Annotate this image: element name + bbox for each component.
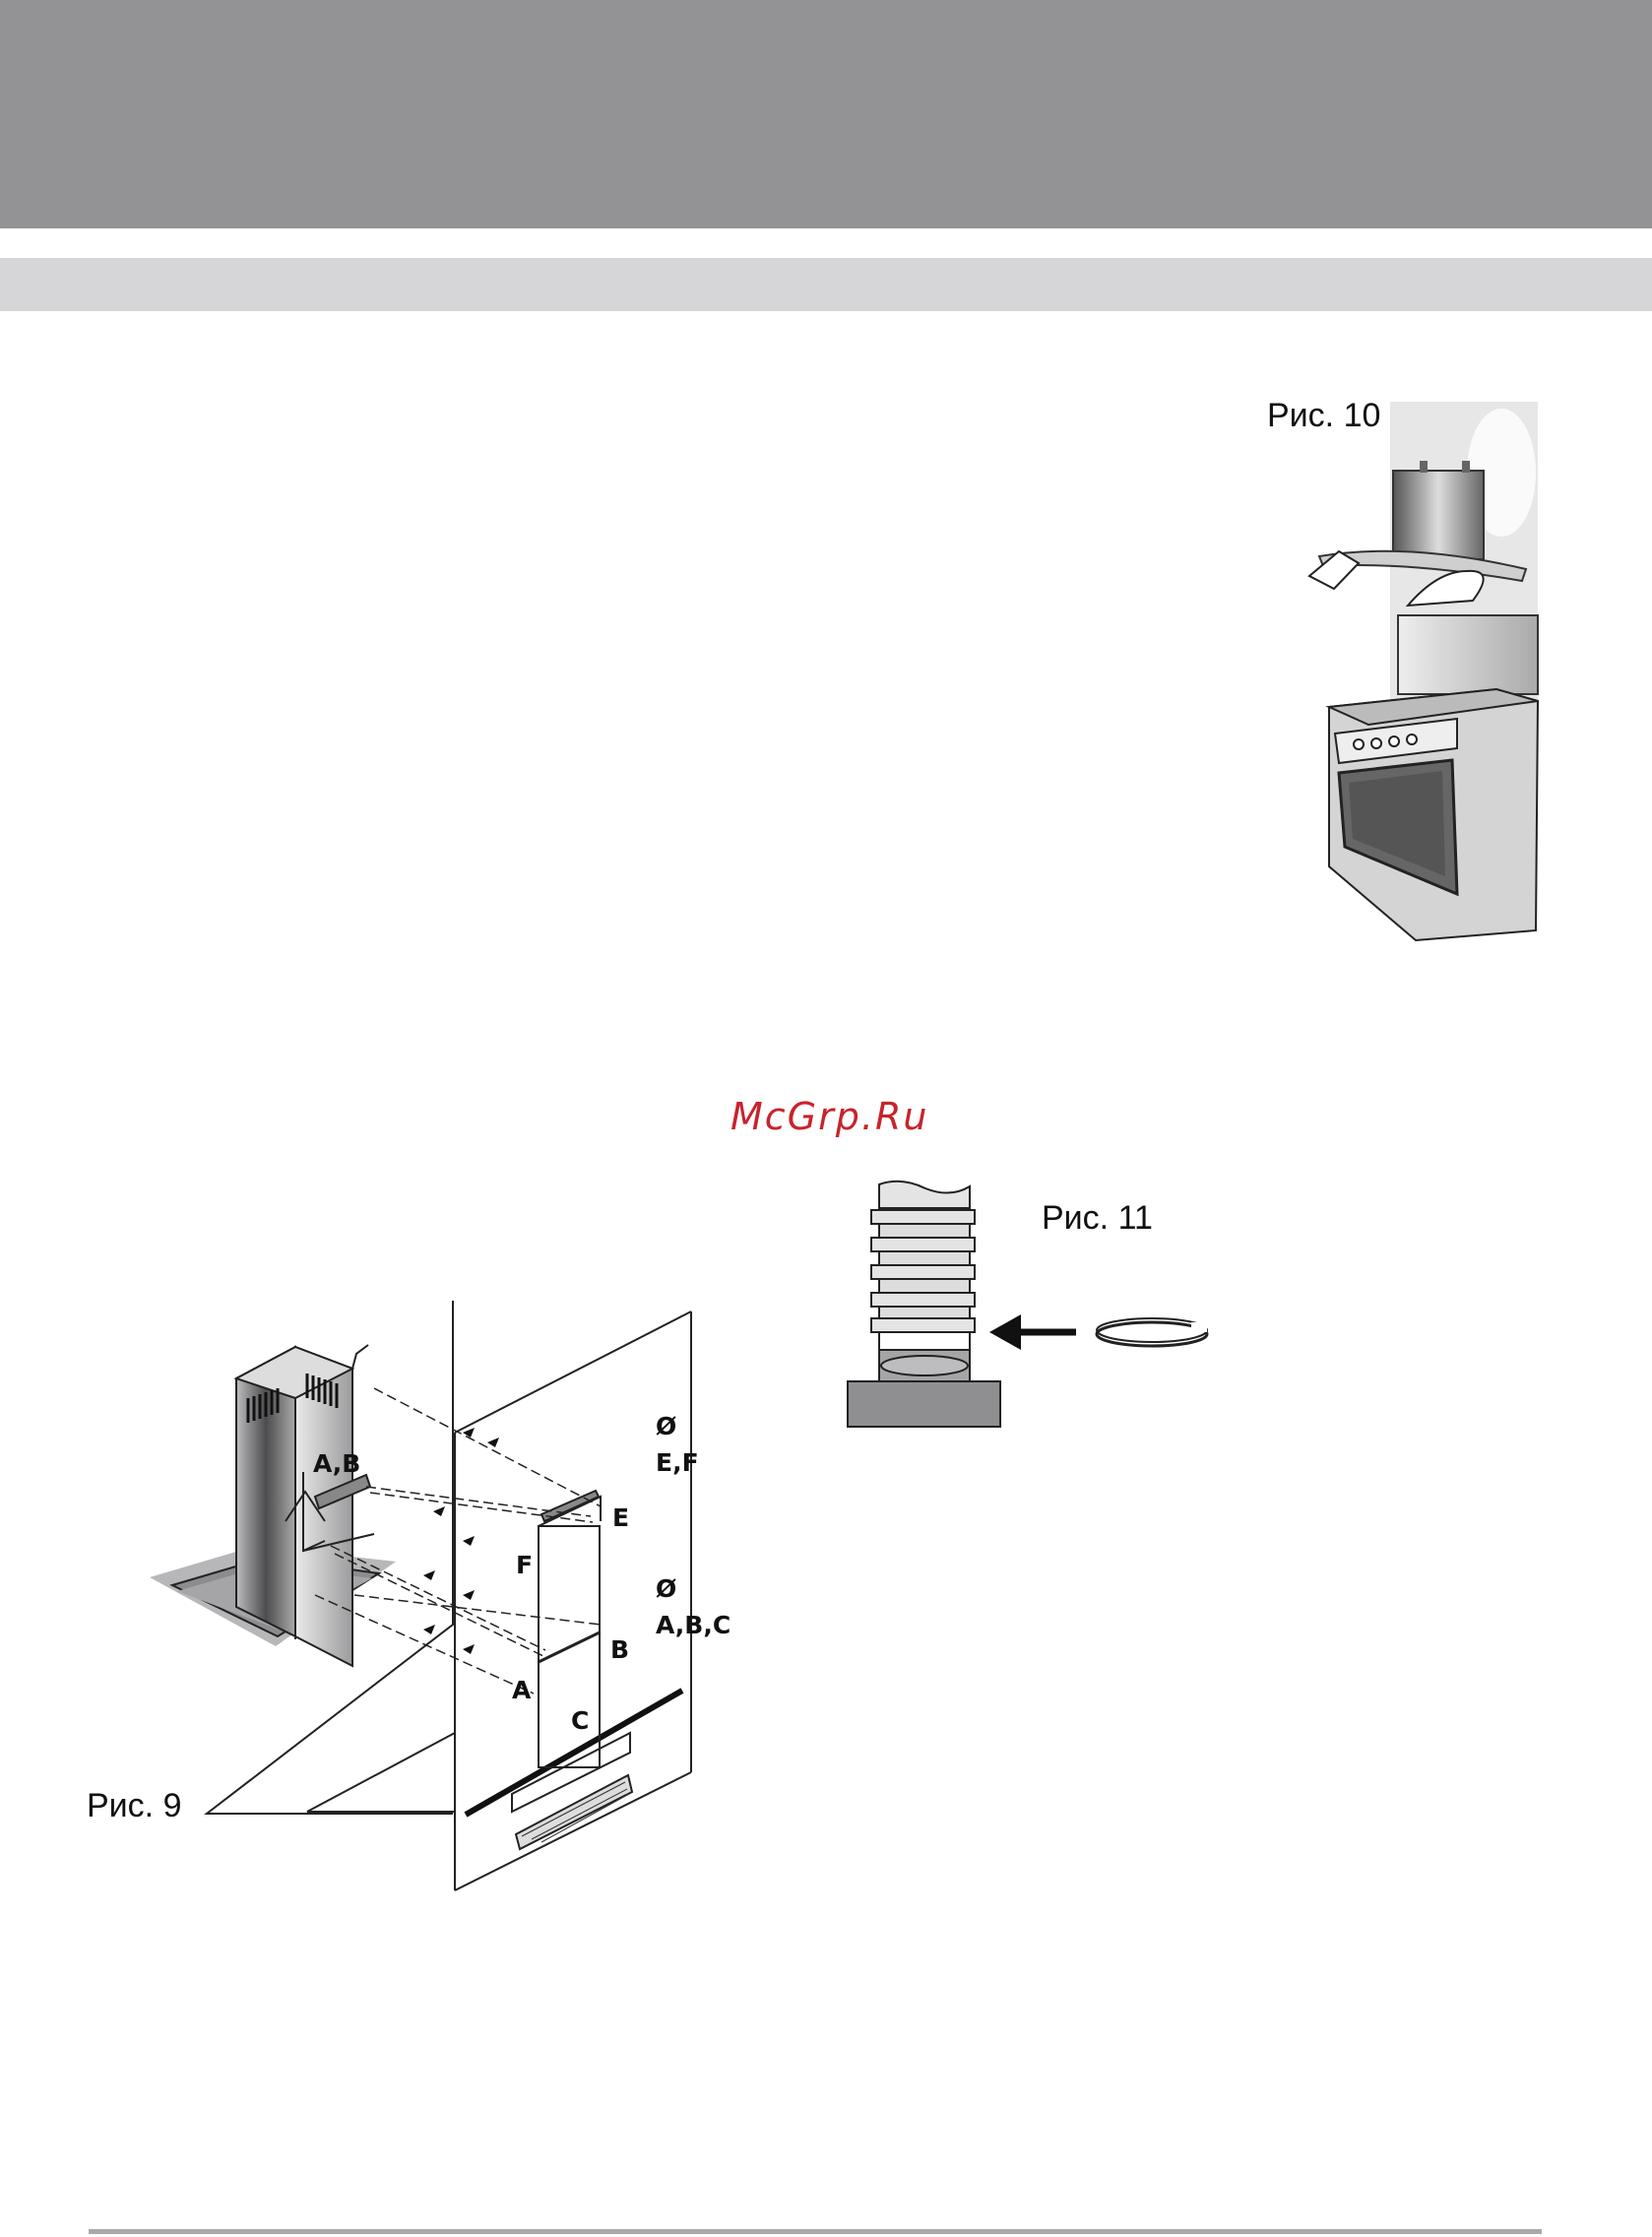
label-a: A [512, 1676, 532, 1704]
fig11-illustration [842, 1177, 1226, 1438]
label-ef: E,F [656, 1448, 699, 1477]
watermark: McGrp.Ru [731, 1095, 928, 1138]
label-ab: A,B [313, 1449, 360, 1478]
label-e: E [612, 1503, 629, 1532]
fig10-illustration [1290, 394, 1546, 945]
label-f: F [516, 1551, 533, 1579]
header-band [0, 0, 1652, 228]
label-abc: A,B,C [656, 1611, 731, 1639]
label-diameter-2: Ø [656, 1574, 676, 1603]
label-b: B [610, 1635, 629, 1664]
subheader-band [0, 258, 1652, 311]
label-c: C [571, 1706, 589, 1735]
fig9-illustration: A,B E F B A C Ø E,F Ø A,B,C [138, 1300, 748, 1900]
label-diameter-1: Ø [656, 1412, 676, 1440]
footer-rule [89, 2229, 1542, 2234]
